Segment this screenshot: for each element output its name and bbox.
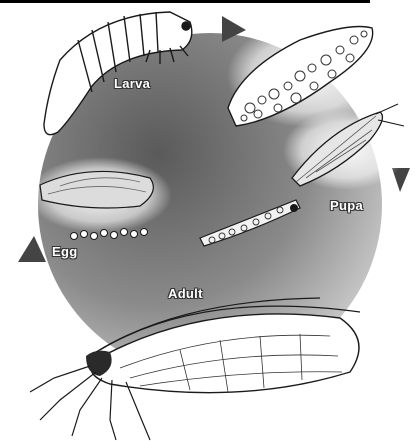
egg-label: Egg bbox=[52, 244, 77, 259]
adult-label: Adult bbox=[168, 286, 203, 301]
pupa-label: Pupa bbox=[330, 198, 363, 213]
larva-label: Larva bbox=[114, 76, 150, 91]
